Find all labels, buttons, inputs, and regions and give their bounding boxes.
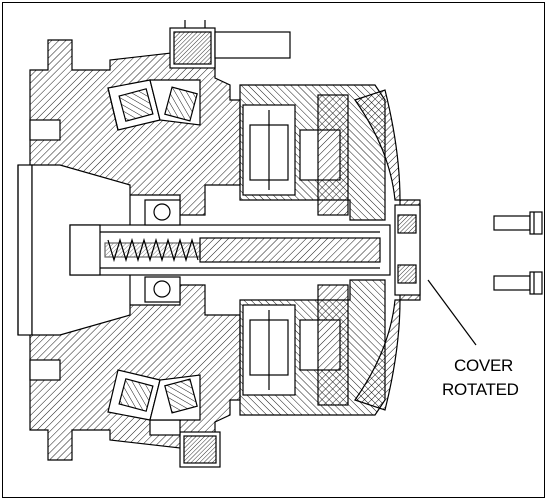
planet-gear-bottom (242, 284, 349, 406)
tapered-bearing-top (107, 79, 201, 131)
wheel-stud-top (169, 20, 291, 69)
ball-bearing-top (144, 199, 181, 226)
cover-bolt-top (493, 211, 543, 235)
ball-bearing-bottom (144, 276, 181, 303)
end-cover (354, 89, 421, 411)
cover-bolt-bottom (493, 271, 543, 295)
callout-line-1: COVER (454, 356, 513, 375)
wheel-stud-bottom (149, 419, 221, 468)
callout-label: COVER ROTATED (440, 354, 549, 402)
brake-spring (104, 237, 201, 263)
tapered-bearing-bottom (107, 369, 201, 421)
planet-gear-top (242, 94, 349, 216)
callout-line-2: ROTATED (442, 380, 519, 399)
callout-leader-line (427, 279, 477, 346)
